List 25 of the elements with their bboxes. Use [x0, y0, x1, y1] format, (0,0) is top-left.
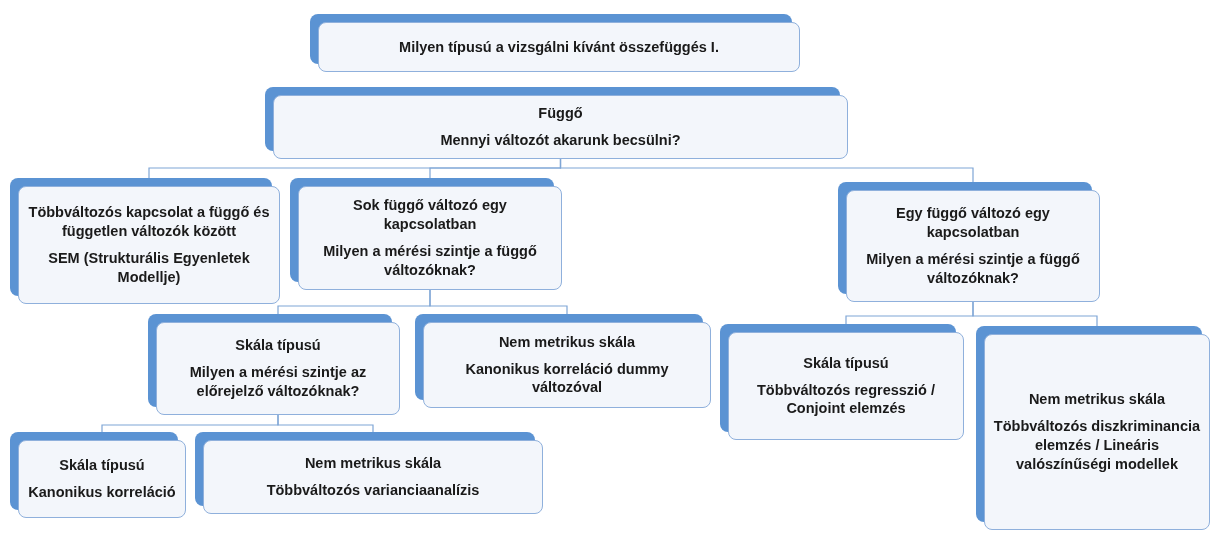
connector-line: [559, 158, 974, 183]
box-heading: Sok függő változó egy kapcsolatban: [352, 196, 508, 234]
box-heading: Skála típusú: [803, 353, 889, 373]
box-text: Többváltozós varianciaanalízis: [266, 481, 480, 500]
box-heading: Többváltozós kapcsolat a függő és független változók között: [27, 203, 271, 241]
box-text: Milyen a mérési szintje a függő változóknak?: [865, 250, 1081, 288]
box-text: Milyen a mérési szintje az előrejelző változóknak?: [188, 363, 368, 401]
box-text: Többváltozós regresszió / Conjoint elemzés: [755, 380, 937, 419]
box-heading: Skála típusú: [235, 336, 321, 356]
box-text: Kanonikus korreláció: [28, 483, 176, 502]
box-heading: Skála típusú: [59, 456, 145, 475]
box-text: Mennyi változót akarunk becsülni?: [440, 131, 681, 150]
connector-line: [277, 414, 374, 433]
box-heading: Egy függő változó egy kapcsolatban: [895, 204, 1051, 242]
connector-line: [429, 289, 568, 315]
box-heading: Nem metrikus skála: [1028, 390, 1166, 410]
box-heading: Nem metrikus skála: [304, 454, 442, 473]
box-heading: Függő: [538, 104, 583, 123]
box-text: SEM (Strukturális Egyenletek Modellje): [47, 249, 251, 287]
box-heading: Milyen típusú a vizsgálni kívánt összefüggés I.: [399, 37, 719, 57]
box-heading: Nem metrikus skála: [498, 332, 636, 352]
connector-line: [972, 301, 1098, 327]
box-text: Többváltozós diszkriminancia elemzés / Lineáris valószínűségi modellek: [993, 417, 1201, 474]
box-text: Kanonikus korreláció dummy változóval: [464, 359, 670, 398]
box-text: Milyen a mérési szintje a függő változóknak?: [322, 242, 538, 280]
